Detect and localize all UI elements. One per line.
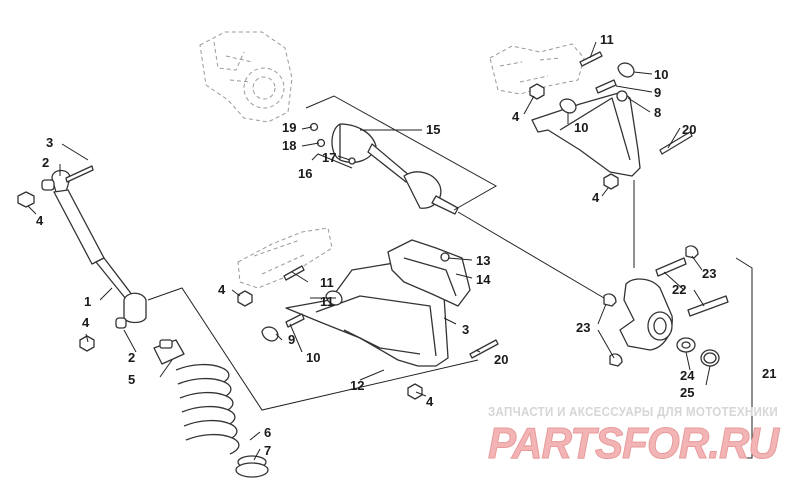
callout-4-upper-b: 4 <box>592 190 600 205</box>
callout-23-top: 23 <box>702 266 716 281</box>
bolt-11-upper <box>579 51 603 67</box>
callout-21-assembly: 21 <box>762 366 776 381</box>
coil-spring <box>175 363 240 455</box>
lower-frame-outline <box>237 227 333 289</box>
callout-11-lower-a: 11 <box>320 275 334 290</box>
spring-retainer <box>153 339 185 365</box>
nut-4-upper-b <box>603 173 619 190</box>
bushing-10-lower <box>559 98 577 114</box>
pin-9-arm <box>285 313 305 328</box>
callout-3-lower: 3 <box>462 322 469 337</box>
callout-11-upper: 11 <box>600 32 614 47</box>
pin-9-upper <box>595 79 617 94</box>
bolt-20-lower <box>469 339 499 359</box>
callout-10-lower: 10 <box>306 350 320 365</box>
snap-ring-25 <box>700 349 720 367</box>
callout-16-kit: 16 <box>298 166 312 181</box>
callout-11-lower-b: 11 <box>320 294 334 309</box>
shock-nut-left <box>17 191 35 208</box>
callout-1-shock: 1 <box>84 294 91 309</box>
callout-23-left: 23 <box>576 320 590 335</box>
callout-labels: 3 2 4 1 4 2 5 6 7 19 18 17 16 15 11 10 9… <box>36 32 776 458</box>
bolt-20-upper <box>659 131 693 155</box>
watermark: ЗАПЧАСТИ И АКСЕССУАРЫ ДЛЯ МОТОТЕХНИКИ PA… <box>488 404 782 469</box>
callout-18-seal: 18 <box>282 138 296 153</box>
washer-13 <box>440 252 450 262</box>
nut-4-lower-left <box>237 290 253 307</box>
bearing-24 <box>676 337 696 353</box>
upper-a-arm <box>531 90 641 177</box>
callout-22-pins: 22 <box>672 282 686 297</box>
callout-4-upper-a: 4 <box>512 109 520 124</box>
spring-seat <box>235 455 269 478</box>
callout-14-skid: 14 <box>476 272 491 287</box>
bolt-23-left <box>603 293 617 307</box>
leader-lines <box>27 41 753 461</box>
nut-4-upper-a <box>529 83 545 100</box>
callout-6-spring: 6 <box>264 425 271 440</box>
watermark-brand: PARTSFOR.RU <box>488 419 780 468</box>
callout-25-snap-ring: 25 <box>680 385 694 400</box>
bolt-23-top <box>685 245 699 259</box>
bushing-10-upper <box>617 62 635 78</box>
callout-2-shock-low: 2 <box>128 350 135 365</box>
shock-absorber <box>41 169 147 329</box>
nut-4-lower-bottom <box>407 383 423 400</box>
bolt-23-bottom <box>609 353 623 367</box>
callout-4-lower: 4 <box>218 282 226 297</box>
engine-case-outline <box>199 31 293 123</box>
callout-19-circlip: 19 <box>282 120 296 135</box>
callout-4-shock-top: 4 <box>36 213 44 228</box>
callout-7-seat: 7 <box>264 443 271 458</box>
callout-10-upper: 10 <box>654 67 668 82</box>
callout-20-upper: 20 <box>682 122 696 137</box>
callout-17-ring: 17 <box>322 150 336 165</box>
callout-3-shock: 3 <box>46 135 53 150</box>
callout-15-shaft: 15 <box>426 122 440 137</box>
callout-2-shock-top: 2 <box>42 155 49 170</box>
callout-9-upper: 9 <box>654 85 661 100</box>
drive-shaft <box>331 123 459 215</box>
hub-carrier <box>619 278 673 351</box>
shock-bolt-top <box>65 165 94 183</box>
watermark-subtitle: ЗАПЧАСТИ И АКСЕССУАРЫ ДЛЯ МОТОТЕХНИКИ <box>488 404 778 419</box>
callout-24-bearing: 24 <box>680 368 695 383</box>
bushing-10-arm <box>261 326 279 342</box>
callout-5-retainer: 5 <box>128 372 135 387</box>
callout-8-upper-arm: 8 <box>654 105 661 120</box>
callout-4-shock-low: 4 <box>82 315 90 330</box>
callout-4-lower-bottom: 4 <box>426 394 434 409</box>
callout-20-lower: 20 <box>494 352 508 367</box>
pin-22-a <box>655 257 687 277</box>
callout-13-washer: 13 <box>476 253 490 268</box>
callout-9-lower: 9 <box>288 332 295 347</box>
ring-17 <box>348 157 356 165</box>
pin-22-b <box>687 295 729 317</box>
callout-10-upper-b: 10 <box>574 120 588 135</box>
upper-frame-outline <box>489 43 585 95</box>
callout-12-lower-arm: 12 <box>350 378 364 393</box>
